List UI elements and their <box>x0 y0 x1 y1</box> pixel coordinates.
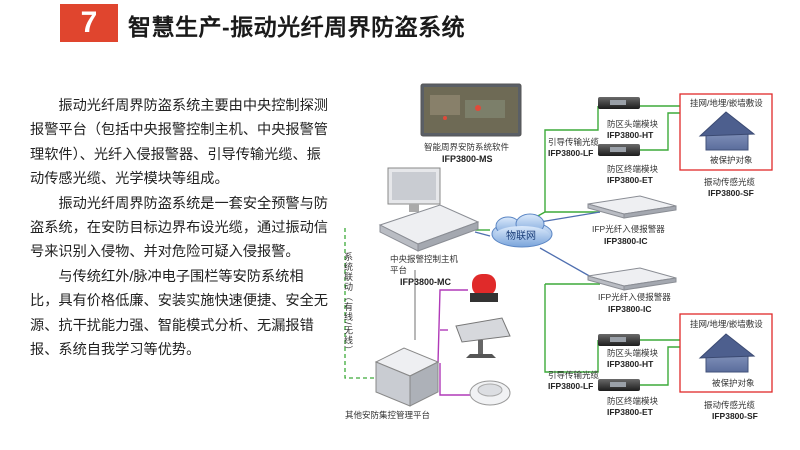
ic1-label: IFP光纤入侵报警器 <box>592 224 665 234</box>
other-platform-icon <box>374 347 440 407</box>
monitor-icon <box>387 167 441 212</box>
top-head-module-icon <box>598 97 640 109</box>
bottom-cable-model: IFP3800-LF <box>548 381 593 391</box>
top-site-object: 被保护对象 <box>710 155 753 165</box>
linkage-label: 系统联动（有线/无线） <box>343 252 353 356</box>
host-server-icon <box>378 204 480 252</box>
bottom-head-module-icon <box>598 334 640 346</box>
paragraph-definition: 振动光纤周界防盗系统是一套安全预警与防盗系统，在安防目标边界布设光缆，通过振动信… <box>30 195 328 261</box>
software-label: 智能周界安防系统软件 <box>424 142 510 152</box>
ic2-model: IFP3800-IC <box>608 304 651 314</box>
alarm-light-icon <box>470 274 498 302</box>
bottom-end-model: IFP3800-ET <box>607 407 654 417</box>
system-architecture-diagram: 系统联动（有线/无线） 智能周界安防系统软件 IFP3800-MS 中央报警控制… <box>343 83 773 421</box>
top-head-label: 防区头端模块 <box>607 119 659 129</box>
paragraph-composition: 振动光纤周界防盗系统主要由中央控制探测报警平台（包括中央报警控制主机、中央报警管… <box>30 98 328 188</box>
linkage-device-links <box>437 289 470 396</box>
section-number-badge: 7 <box>60 4 118 42</box>
host-label-1: 中央报警控制主机 <box>390 254 459 264</box>
fiber-links <box>475 105 680 386</box>
ic2-label: IFP光纤入侵报警器 <box>598 292 671 302</box>
other-platform-label: 其他安防集控管理平台 <box>345 410 430 420</box>
top-cable-label: 引导传输光缆 <box>548 137 600 147</box>
intrusion-detector-1-icon <box>587 195 677 219</box>
bottom-end-label: 防区终端模块 <box>607 396 659 406</box>
paragraph-advantages: 与传统红外/脉冲电子围栏等安防系统相比，具有价格低廉、安装实施快速便捷、安全无源… <box>30 268 328 359</box>
iot-label: 物联网 <box>506 229 536 242</box>
intrusion-detector-2-icon <box>587 267 677 291</box>
software-screenshot <box>420 83 522 137</box>
bottom-house-icon <box>698 333 756 373</box>
software-model: IFP3800-MS <box>442 154 493 164</box>
top-sensor-model: IFP3800-SF <box>708 188 754 198</box>
linkage-dashed-line <box>344 228 380 379</box>
bottom-sensor-label: 振动传感光缆 <box>704 400 756 410</box>
top-sensor-label: 振动传感光缆 <box>704 177 756 187</box>
bottom-site-title: 挂网/地埋/嵌墙敷设 <box>690 319 763 329</box>
smoke-detector-icon <box>469 380 511 406</box>
description-text: 振动光纤周界防盗系统主要由中央控制探测报警平台（包括中央报警控制主机、中央报警管… <box>30 94 330 362</box>
top-house-icon <box>698 111 756 151</box>
top-end-module-icon <box>598 144 640 156</box>
bottom-head-label: 防区头端模块 <box>607 348 659 358</box>
page-title: 智慧生产-振动光纤周界防盗系统 <box>128 14 466 40</box>
top-head-model: IFP3800-HT <box>607 130 654 140</box>
top-end-label: 防区终端模块 <box>607 164 659 174</box>
camera-icon <box>455 317 511 358</box>
host-label-2: 平台 <box>390 265 407 275</box>
bottom-cable-label: 引导传输光缆 <box>548 370 600 380</box>
top-site-title: 挂网/地埋/嵌墙敷设 <box>690 98 763 108</box>
iot-cloud-icon <box>491 213 553 248</box>
host-model: IFP3800-MC <box>400 277 452 287</box>
bottom-head-model: IFP3800-HT <box>607 359 654 369</box>
ic1-model: IFP3800-IC <box>604 236 647 246</box>
section-number: 7 <box>80 6 98 39</box>
top-cable-model: IFP3800-LF <box>548 148 593 158</box>
top-end-model: IFP3800-ET <box>607 175 654 185</box>
bottom-site-object: 被保护对象 <box>712 378 755 388</box>
bottom-sensor-model: IFP3800-SF <box>712 411 758 421</box>
bottom-end-module-icon <box>598 379 640 391</box>
